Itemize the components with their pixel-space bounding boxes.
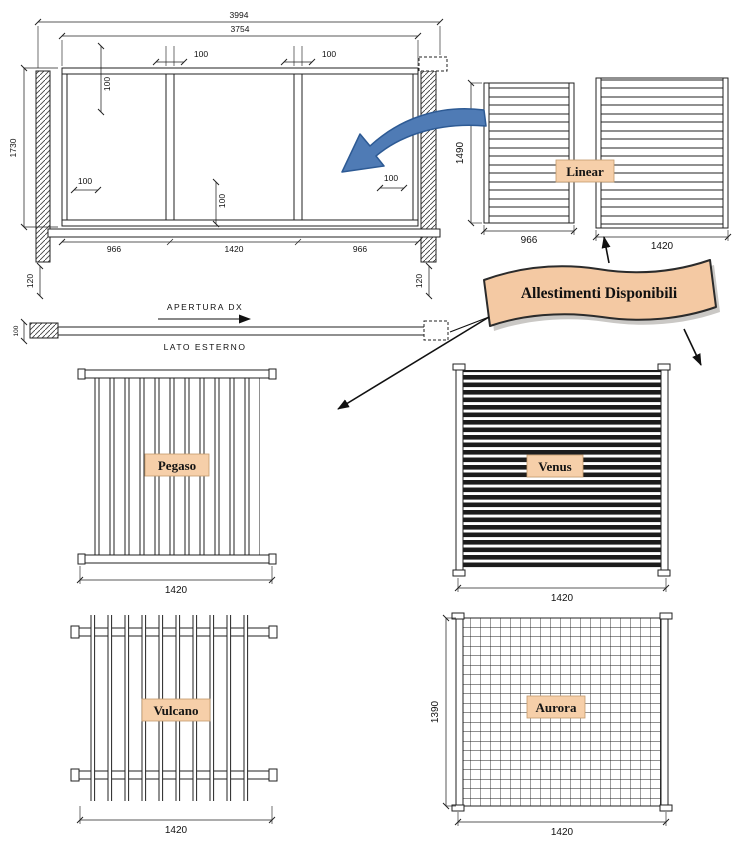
- svg-text:1390: 1390: [430, 700, 441, 723]
- dim-linear-height: 1490: [455, 79, 482, 227]
- svg-text:100: 100: [13, 325, 20, 336]
- dim-linear-large-width: 1420: [592, 230, 732, 252]
- svg-text:1420: 1420: [551, 827, 574, 838]
- svg-text:966: 966: [521, 235, 538, 246]
- linear-badge-label: Linear: [566, 164, 604, 179]
- aurora-right-post: [660, 615, 669, 809]
- dim-vulcano-width: 1420: [76, 806, 276, 836]
- dim-divider1-width: 100: [152, 46, 208, 66]
- aurora-badge-label: Aurora: [536, 700, 577, 715]
- banner-shape: [483, 259, 717, 327]
- svg-text:1490: 1490: [455, 141, 466, 164]
- dim-pegaso-width: 1420: [76, 566, 276, 596]
- dim-left-post: 120: [25, 262, 44, 300]
- svg-text:1420: 1420: [165, 585, 188, 596]
- left-stile: [61, 73, 68, 221]
- divider-1: [165, 73, 175, 221]
- svg-text:100: 100: [217, 194, 227, 208]
- right-stile: [412, 73, 419, 221]
- svg-text:100: 100: [384, 173, 398, 183]
- venus-badge: Venus: [526, 454, 584, 478]
- svg-text:100: 100: [322, 49, 336, 59]
- svg-text:100: 100: [78, 176, 92, 186]
- banner-ribbon: Allestimenti Disponibili: [483, 259, 720, 331]
- dim-linear-small-width: 966: [480, 225, 578, 246]
- dim-height: 1730: [8, 64, 58, 231]
- venus-right-post: [660, 366, 669, 574]
- dim-offset-midright: 100: [376, 173, 408, 192]
- gate-front-view: 3994 3754 1730 100 100: [8, 10, 448, 300]
- linear-panel-small: [483, 82, 575, 224]
- arrow-to-venus: [683, 328, 702, 366]
- right-post-cap-dashed: [418, 56, 448, 72]
- dim-offset-midleft: 100: [70, 176, 102, 194]
- svg-text:100: 100: [102, 77, 112, 91]
- dim-offset-center: 100: [212, 178, 227, 228]
- blue-curved-arrow: [341, 108, 487, 173]
- aurora-left-post: [455, 615, 464, 809]
- left-post: [35, 70, 51, 263]
- dim-leaf-thickness: 100: [13, 318, 28, 345]
- vulcano-badge-label: Vulcano: [153, 703, 198, 718]
- dim-right-post: 120: [414, 262, 433, 300]
- opening-direction-label: APERTURA DX: [167, 302, 243, 312]
- dim-height-label: 1730: [8, 138, 18, 157]
- guide-rail: [47, 228, 441, 238]
- dim-venus-width: 1420: [454, 578, 670, 604]
- pegaso-badge-label: Pegaso: [158, 458, 196, 473]
- pegaso-bottom-rail: [83, 554, 271, 564]
- topview-to-banner-line: [449, 316, 490, 333]
- divider-2: [293, 73, 303, 221]
- gate-top-view: APERTURA DX LATO ESTERNO 100: [13, 302, 449, 352]
- svg-text:1420: 1420: [551, 593, 574, 604]
- linear-badge: Linear: [555, 159, 615, 183]
- infill-aurora: Aurora 1390 1420: [430, 612, 673, 838]
- dim-panel-widths: 966 1420 966: [58, 238, 422, 254]
- bottom-rail: [61, 219, 419, 227]
- top-rail: [61, 67, 419, 75]
- svg-text:1420: 1420: [165, 825, 188, 836]
- dim-frame-width-label: 3754: [231, 24, 250, 34]
- svg-text:1420: 1420: [651, 241, 674, 252]
- infill-linear: 1490 966 1420 Linear: [455, 77, 732, 252]
- outside-label: LATO ESTERNO: [164, 342, 247, 352]
- infill-venus: Venus 1420: [452, 363, 671, 604]
- dim-frame-width: 3754: [58, 24, 422, 66]
- aurora-badge: Aurora: [526, 695, 586, 719]
- dim-total-width-label: 3994: [230, 10, 249, 20]
- pegaso-badge: Pegaso: [144, 453, 210, 477]
- connector-arrows: [337, 108, 702, 410]
- dim-aurora-width: 1420: [454, 812, 670, 838]
- svg-text:120: 120: [414, 274, 424, 288]
- dim-panel-left-label: 966: [107, 244, 121, 254]
- arrow-to-linear: [601, 236, 611, 264]
- post-section: [29, 322, 59, 339]
- dim-panel-right-label: 966: [353, 244, 367, 254]
- dim-total-width: 3994: [34, 10, 444, 68]
- vulcano-badge: Vulcano: [141, 698, 211, 722]
- linear-panel-large: [595, 77, 729, 229]
- dim-aurora-height: 1390: [430, 614, 456, 810]
- svg-text:100: 100: [194, 49, 208, 59]
- infill-vulcano: Vulcano 1420: [70, 615, 278, 836]
- receiver-section-dashed: [423, 320, 449, 341]
- venus-badge-label: Venus: [538, 459, 571, 474]
- svg-text:120: 120: [25, 274, 35, 288]
- dim-offset-topleft: 100: [97, 42, 112, 116]
- infill-pegaso: Pegaso 1420: [76, 368, 277, 596]
- pegaso-top-rail: [83, 369, 271, 379]
- dim-panel-center-label: 1420: [225, 244, 244, 254]
- venus-left-post: [455, 366, 464, 574]
- dim-divider2-width: 100: [280, 46, 336, 66]
- gate-leaf-section: [57, 326, 427, 336]
- arrow-to-pegaso: [337, 316, 490, 410]
- banner-title: Allestimenti Disponibili: [521, 285, 678, 302]
